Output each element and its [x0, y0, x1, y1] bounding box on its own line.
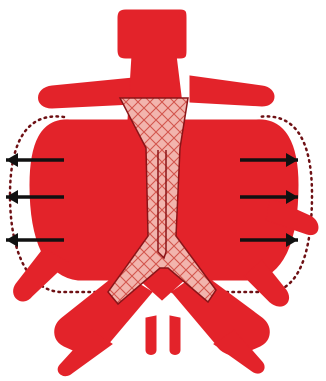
left-internal-branch [146, 316, 156, 355]
right-upper-branch [190, 76, 274, 106]
right-internal-branch [170, 316, 180, 355]
aortic-arch-top [118, 10, 186, 58]
left-upper-branch [39, 78, 134, 108]
